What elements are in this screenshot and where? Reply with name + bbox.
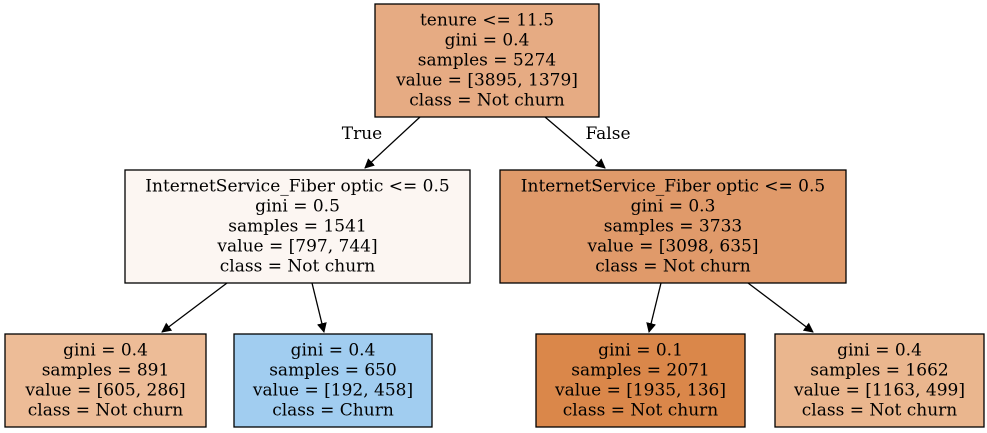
node-text-value: value = [797, 744] (216, 237, 377, 257)
node-text-samples: samples = 891 (42, 361, 170, 381)
node-text-tenure: tenure <= 11.5 (420, 11, 554, 31)
node-text-internetservice_fiber: InternetService_Fiber optic <= 0.5 (145, 177, 449, 197)
node-text-samples: samples = 5274 (418, 51, 556, 71)
node-text-class: class = Churn (272, 401, 394, 421)
node-text-class: class = Not churn (220, 257, 375, 277)
node-text-class: class = Not churn (409, 91, 564, 111)
tree-edges: True False (161, 116, 814, 333)
edge-arrow-right-to-right-left (646, 282, 662, 333)
node-text-gini: gini = 0.4 (445, 31, 530, 51)
node-text-gini: gini = 0.1 (598, 341, 683, 361)
node-text-class: class = Not churn (28, 401, 183, 421)
node-text-class: class = Not churn (802, 401, 957, 421)
edge-arrow-left-to-left-right (311, 282, 327, 333)
edge-arrow-right-to-right-right (747, 282, 814, 333)
node-box (374, 3, 600, 118)
node-text-gini: gini = 0.3 (631, 197, 716, 217)
node-text-gini: gini = 0.5 (255, 197, 340, 217)
node-box (124, 169, 471, 284)
node-box (499, 169, 847, 284)
node-text-samples: samples = 3733 (604, 217, 742, 237)
edge-label-true: True (342, 124, 382, 144)
node-box (233, 333, 433, 428)
edge-arrow-root-to-right (544, 116, 606, 169)
node-text-class: class = Not churn (595, 257, 750, 277)
edge-label-false: False (586, 124, 631, 144)
node-box (535, 333, 746, 428)
edge-arrow-left-to-left-left (161, 282, 228, 333)
node-text-gini: gini = 0.4 (63, 341, 148, 361)
node-text-gini: gini = 0.4 (837, 341, 922, 361)
node-text-value: value = [1935, 136] (554, 381, 726, 401)
node-text-samples: samples = 2071 (571, 361, 709, 381)
node-text-samples: samples = 1662 (810, 361, 948, 381)
node-text-value: value = [605, 286] (24, 381, 185, 401)
node-text-internetservice_fiber: InternetService_Fiber optic <= 0.5 (521, 177, 825, 197)
node-text-value: value = [192, 458] (252, 381, 413, 401)
node-box (774, 333, 985, 428)
node-box (4, 333, 207, 428)
node-text-samples: samples = 1541 (228, 217, 366, 237)
node-text-class: class = Not churn (563, 401, 718, 421)
node-text-value: value = [3098, 635] (586, 237, 758, 257)
node-text-value: value = [1163, 499] (793, 381, 965, 401)
node-text-value: value = [3895, 1379] (395, 71, 578, 91)
edge-arrow-root-to-left (364, 116, 421, 169)
node-text-samples: samples = 650 (269, 361, 397, 381)
node-text-gini: gini = 0.4 (291, 341, 376, 361)
